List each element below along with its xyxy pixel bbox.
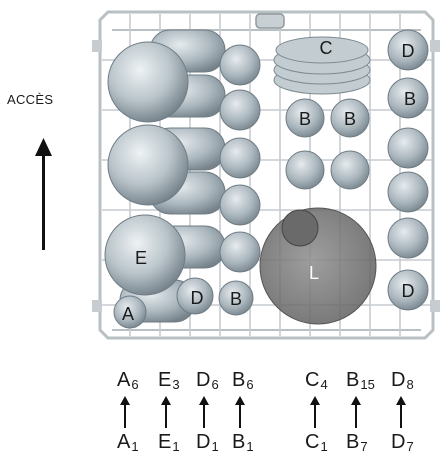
rail-clip-left-bottom [92,300,102,312]
cups-right-column [387,29,429,311]
plate-e [104,214,186,296]
code-top-2: E3 [158,369,180,392]
access-arrow [35,138,52,250]
arrow-c [310,396,320,428]
code-top-1: A6 [117,369,139,392]
code-top-4: B6 [232,369,254,392]
plate-top-left [107,41,189,123]
code-bottom-7: D7 [391,431,414,454]
arrow-e [161,396,171,428]
rail-clip-left-top [92,40,102,52]
label-b-mid-2: B [344,109,356,129]
label-b-right: B [404,89,416,109]
code-top-3: D6 [196,369,219,392]
code-bottom-3: D1 [196,431,219,454]
cup-in-bowl [281,209,319,247]
arrow-d [199,396,209,428]
access-label: ACCÈS [7,92,54,107]
cup-b-left [218,280,254,316]
cup-a [113,295,147,329]
arrow-b [235,396,245,428]
code-bottom-1: A1 [117,431,139,454]
label-a: A [122,304,134,324]
rail-clip-right-bottom [430,300,440,312]
rail-clip-right-top [430,40,440,52]
label-e: E [135,248,147,268]
cup-d-left [176,277,214,315]
label-b-mid-1: B [299,109,311,129]
basket-handle[interactable] [255,13,285,29]
arrow-b2 [351,396,361,428]
arrow-d2 [396,396,406,428]
label-l: L [309,263,319,283]
label-d-left: D [191,288,204,308]
code-bottom-4: B1 [232,431,254,454]
code-top-7: D8 [391,369,414,392]
stack-c [273,36,371,95]
code-top-5: C4 [305,369,328,392]
code-bottom-2: E1 [158,431,180,454]
arrow-a [120,396,130,428]
cups-middle [285,98,370,190]
code-bottom-6: B7 [346,431,368,454]
label-c: C [320,38,333,58]
plate-mid-left [107,124,189,206]
cups-second-column [219,44,261,273]
label-d-right-bottom: D [402,281,415,301]
code-top-6: B15 [346,369,375,392]
code-bottom-5: C1 [305,431,328,454]
label-b-left: B [230,289,242,309]
label-d-right-top: D [402,41,415,61]
